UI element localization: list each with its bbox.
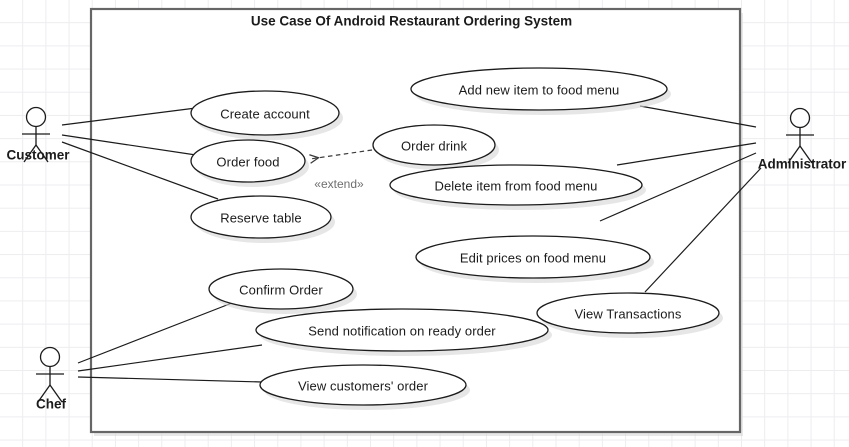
actor-chef[interactable] — [36, 346, 64, 403]
use-case-view-transactions[interactable] — [536, 292, 720, 334]
use-case-order-drink[interactable] — [372, 124, 496, 166]
actor-leg-right-icon — [35, 144, 49, 163]
association-administrator-to-view-transactions — [644, 167, 762, 293]
association-administrator-to-add-new-item — [639, 105, 757, 128]
association-chef-to-confirm-order — [77, 302, 233, 364]
use-case-view-customers-order[interactable] — [259, 364, 467, 406]
actor-leg-right-icon — [799, 145, 813, 164]
association-customer-to-reserve-table — [61, 141, 219, 200]
use-case-send-notification[interactable] — [255, 308, 549, 352]
use-case-add-new-item[interactable] — [410, 67, 668, 111]
actor-leg-left-icon — [787, 145, 801, 164]
actor-head-icon — [789, 107, 811, 129]
association-lines — [61, 105, 762, 383]
use-case-ellipses — [190, 67, 723, 410]
extend-arrow — [310, 149, 373, 159]
actor-head-icon — [25, 106, 47, 128]
extend-relation — [310, 149, 373, 159]
actor-leg-left-icon — [23, 144, 37, 163]
association-administrator-to-edit-prices — [599, 152, 757, 222]
association-customer-to-order-food — [61, 134, 197, 156]
use-case-create-account[interactable] — [190, 90, 340, 136]
use-case-reserve-table[interactable] — [190, 195, 332, 239]
association-chef-to-view-customers-order — [77, 376, 263, 383]
actor-head-icon — [39, 346, 61, 368]
actor-administrator[interactable] — [786, 107, 814, 164]
use-case-edit-prices[interactable] — [415, 235, 651, 279]
use-case-order-food[interactable] — [190, 139, 306, 183]
use-case-delete-item[interactable] — [389, 164, 643, 206]
actor-customer[interactable] — [22, 106, 50, 163]
actor-leg-right-icon — [49, 384, 63, 403]
association-customer-to-create-account — [61, 107, 197, 126]
association-chef-to-send-notification — [77, 344, 263, 372]
association-administrator-to-delete-item — [616, 142, 757, 166]
actor-figures — [22, 106, 814, 403]
use-case-confirm-order[interactable] — [208, 268, 354, 310]
actor-leg-left-icon — [37, 384, 51, 403]
